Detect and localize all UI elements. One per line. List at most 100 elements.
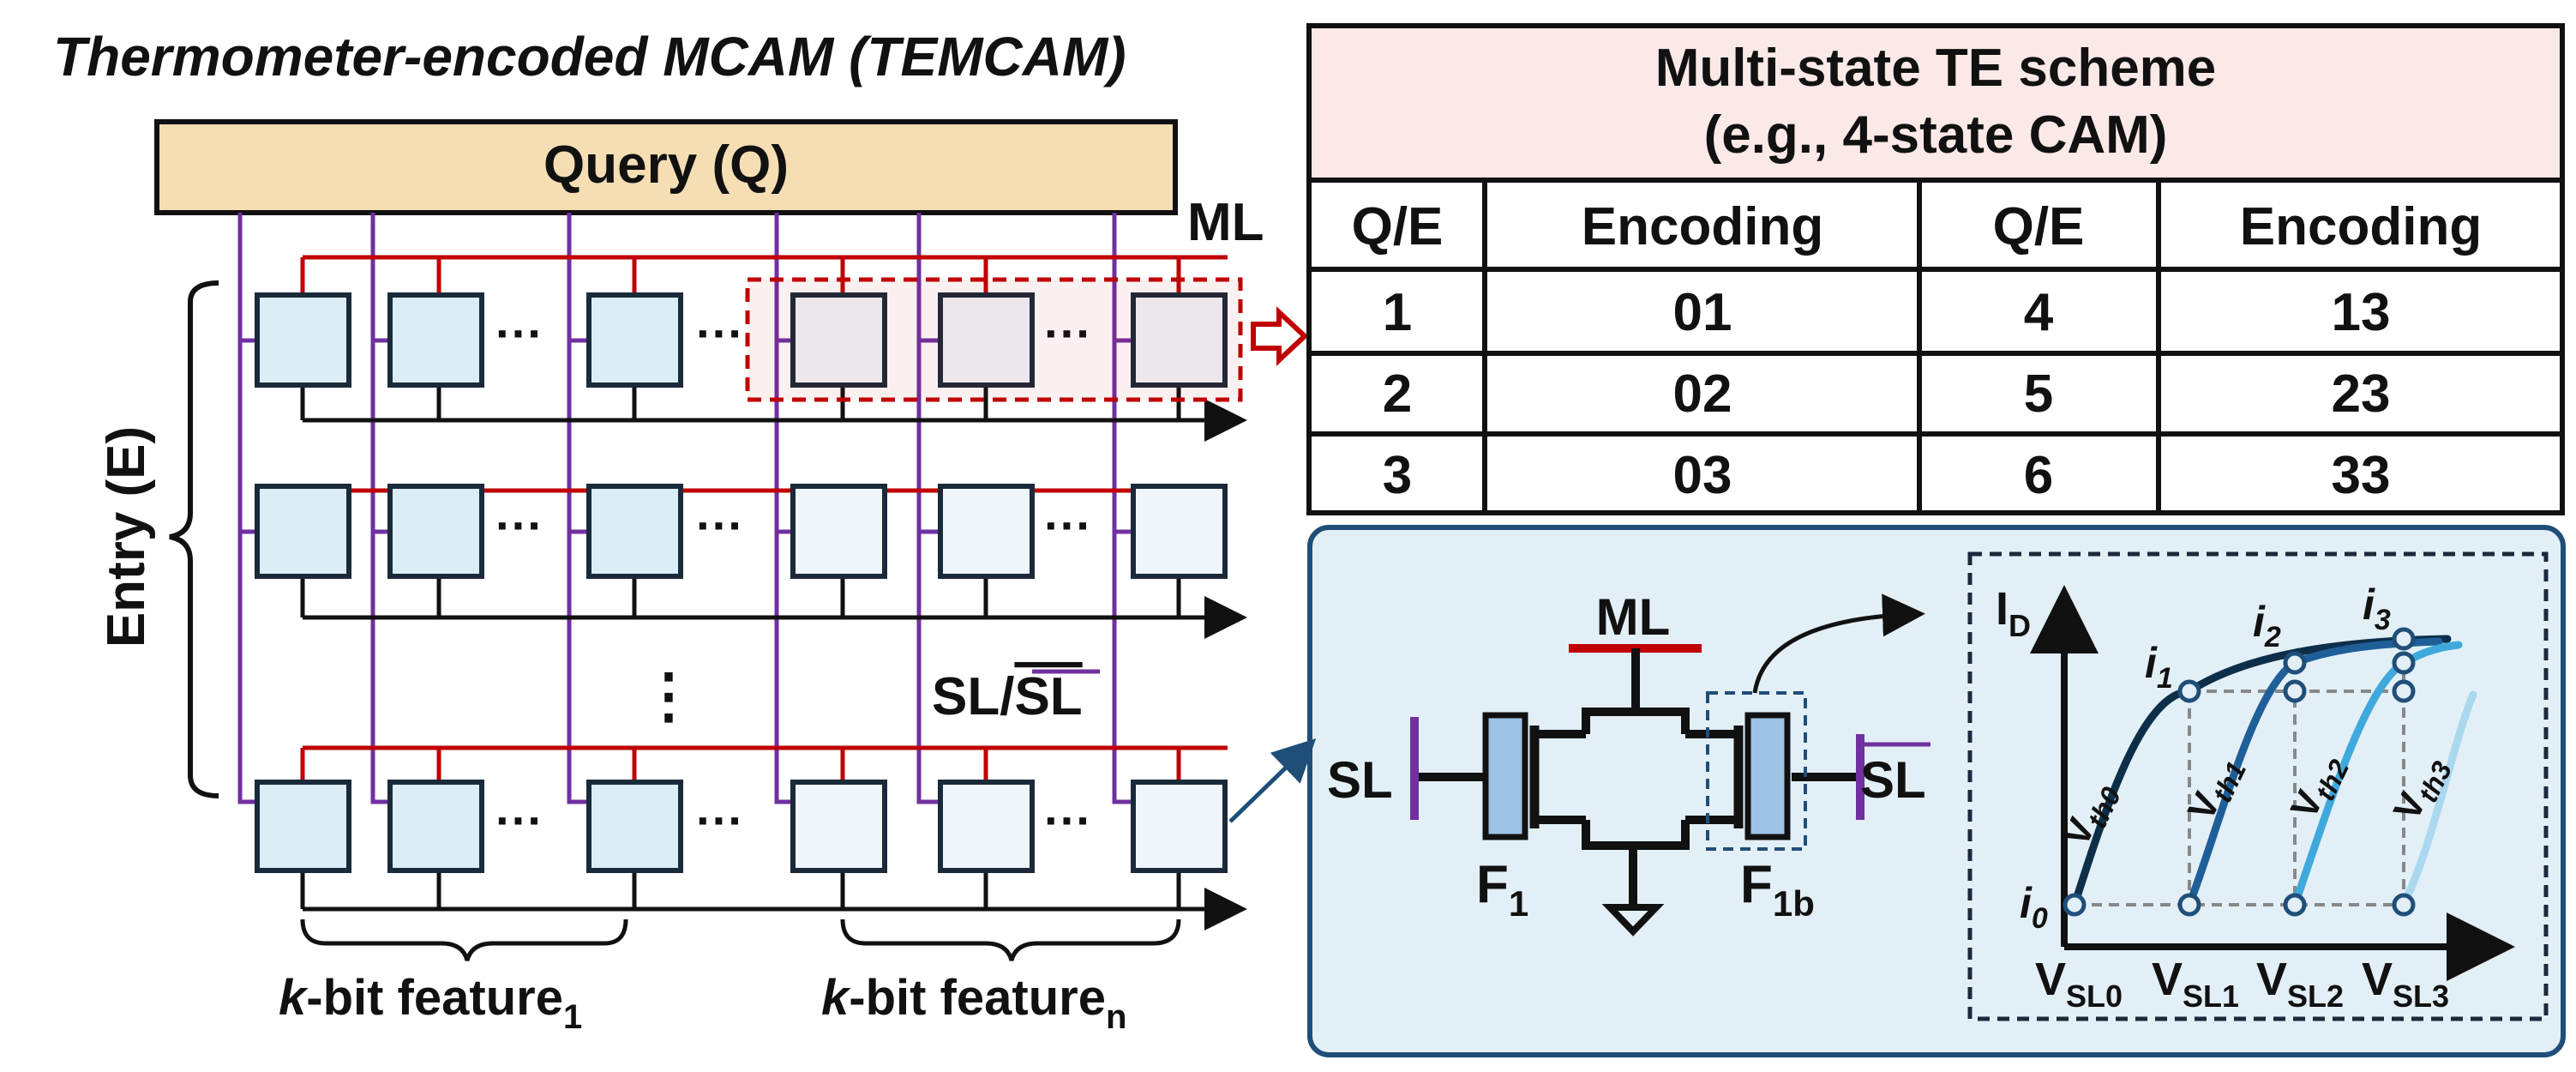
point [2177,893,2201,917]
ellipsis: ··· [1044,306,1092,360]
encoding-table: Multi-state TE scheme (e.g., 4-state CAM… [1306,23,2565,515]
table-cell: 2 [1383,364,1412,424]
cell-row-3 [255,780,1228,873]
iv-y-label: ID [1996,583,2031,643]
cell [387,484,484,579]
point [2283,893,2307,917]
table-title: Multi-state TE scheme [1655,39,2217,98]
cell [938,292,1035,388]
cell [1131,292,1228,388]
vertical-ellipsis: ⋮ [639,662,699,729]
cell [938,780,1035,873]
table-cell: 33 [2332,446,2391,505]
entry-label: Entry (E) [97,426,156,647]
point [2392,893,2416,917]
curve-vth2 [2291,641,2463,909]
sl-label: SL/SL [932,667,1083,726]
cell [586,292,683,388]
schematic-sl-label: SL [1327,751,1393,809]
entry-brace [169,280,219,798]
table-cell: 13 [2332,283,2391,342]
f1-label: F1 [1476,855,1528,924]
cell [790,292,887,388]
featuren-brace [840,918,1181,961]
ellipsis: ··· [696,306,744,360]
table-cell: 23 [2332,364,2391,424]
query-label: Query (Q) [543,136,789,195]
feature1-brace [300,918,628,961]
table-cell: 5 [2024,364,2053,424]
cell [387,780,484,873]
point-i0 [2063,893,2087,917]
vsl-label: VSL2 [2256,954,2344,1014]
ellipsis-group: ··· ··· ··· ··· ··· ··· ··· ··· ··· [495,306,1092,847]
schematic-slb-label: SL [1860,751,1926,809]
ml-label: ML [1187,193,1264,252]
table-cell: 01 [1673,283,1732,342]
cell [586,780,683,873]
ferroelectric-layers [1482,691,1807,851]
table-cell: 03 [1673,446,1732,505]
pointer-arrow [1228,738,1317,823]
sense-lines [300,385,1247,930]
cell [790,484,887,579]
point-i1 [2177,679,2201,703]
ellipsis: ··· [495,498,543,552]
current-label: i1 [2145,639,2173,695]
iv-plot-frame [1967,551,2549,1021]
table-cell: 1 [1383,283,1412,342]
ellipsis: ··· [495,793,543,847]
table-cell: 4 [2024,283,2054,342]
table-header-bg [1309,26,2562,180]
table-subtitle: (e.g., 4-state CAM) [1704,105,2168,165]
cell [938,484,1035,579]
point [2283,679,2307,703]
iv-points [2063,627,2416,917]
ellipsis: ··· [495,306,543,360]
search-lines [237,213,1133,804]
iv-axes [2030,585,2515,981]
current-label: i0 [2020,879,2048,935]
cell [387,292,484,388]
point-i3 [2392,627,2416,651]
cell [255,484,351,579]
cell [255,780,351,873]
point [2392,679,2416,703]
cell [586,484,683,579]
iv-current-labels: i0 i1 i2 i3 [2020,581,2391,935]
curve-vth3 [2399,690,2477,909]
cell [1131,780,1228,873]
point-i2 [2283,651,2307,675]
ellipsis: ··· [1044,793,1092,847]
ellipsis: ··· [696,793,744,847]
vsl-label: VSL0 [2035,954,2123,1014]
vsl-label: VSL1 [2152,954,2239,1014]
iv-vsl-labels: VSL0 VSL1 VSL2 VSL3 [2035,954,2449,1014]
table-header: Q/E [1352,197,1444,256]
query-bar [154,119,1178,215]
table-cell: 3 [1383,446,1412,505]
current-label: i2 [2253,598,2281,653]
highlight-box [745,277,1243,402]
table-header: Encoding [1582,197,1823,256]
table-cell: 6 [2024,446,2053,505]
f1b-label: F1b [1740,855,1815,924]
hollow-arrow [1251,306,1309,366]
featuren-label: k-bit featuren [821,970,1126,1036]
point [2392,651,2416,675]
cell-row-2 [255,484,1228,579]
schematic-ml-label: ML [1596,588,1671,646]
ellipsis: ··· [696,498,744,552]
cell [1131,484,1228,579]
table-cell: 02 [1673,364,1732,424]
cell-row-1 [255,292,1228,388]
vsl-label: VSL3 [2362,954,2449,1014]
ellipsis: ··· [1044,498,1092,552]
current-label: i3 [2363,581,2391,636]
cell [255,292,351,388]
table-header: Q/E [1993,197,2085,256]
cell [790,780,887,873]
feature1-label: k-bit feature1 [279,970,582,1036]
figure-title: Thermometer-encoded MCAM (TEMCAM) [53,26,1126,87]
